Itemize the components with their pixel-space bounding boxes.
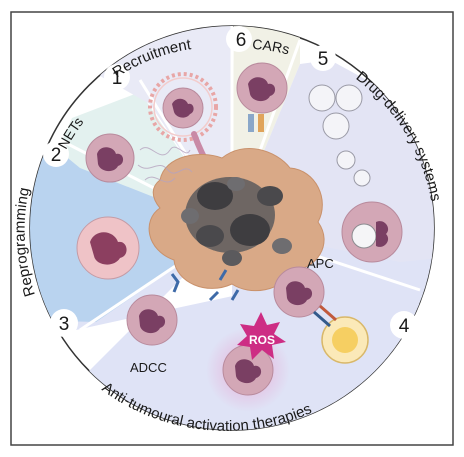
badge-5 [310, 45, 336, 71]
badge-1 [104, 64, 130, 90]
neutrophil-drug-delivery [341, 201, 403, 263]
number-5: 5 [318, 49, 329, 70]
number-3: 3 [59, 314, 70, 335]
neutrophil-recruitment [162, 87, 204, 129]
nanoparticles [308, 84, 371, 187]
neutrophil-apc [273, 266, 325, 318]
neutrophil-reprogramming [76, 216, 140, 280]
number-4: 4 [399, 316, 410, 337]
ros-burst: ROS [237, 312, 286, 360]
badge-2 [43, 141, 69, 167]
number-badges: 1 6 5 2 3 4 [43, 26, 418, 339]
number-2: 2 [51, 145, 62, 166]
neutrophil-adcc [126, 294, 178, 346]
badge-6 [226, 26, 252, 52]
ros-label: ROS [249, 333, 275, 347]
antibodies [170, 269, 240, 302]
number-6: 6 [236, 30, 247, 51]
badge-3 [50, 309, 78, 337]
label-cars: CARs [252, 36, 291, 57]
number-1: 1 [112, 68, 123, 89]
tumour-mass [148, 148, 325, 292]
neutrophil-nets [85, 133, 135, 183]
nets-strands [137, 146, 193, 183]
neutrophil-cars [236, 62, 288, 132]
badge-4 [390, 311, 418, 339]
adcc-label: ADCC [130, 360, 167, 375]
t-cell [313, 304, 369, 364]
neutrophil-cells [76, 62, 403, 412]
apc-label: APC [307, 256, 334, 271]
